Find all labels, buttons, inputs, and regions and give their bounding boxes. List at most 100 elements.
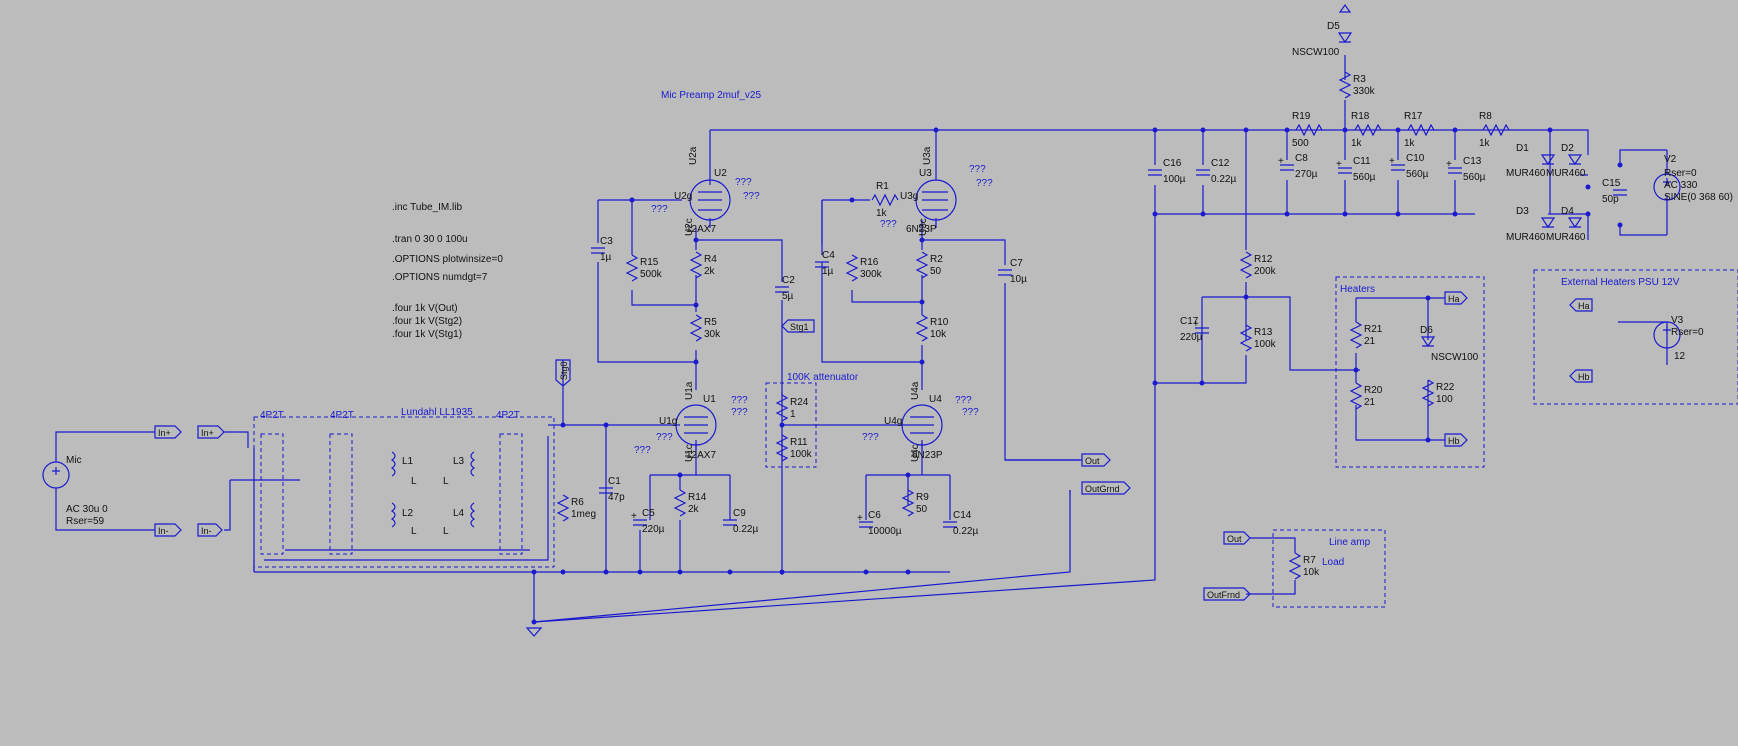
inductor-l3-value: L [443,476,449,487]
flag-outfrnd-label: OutFrnd [1207,590,1240,600]
resistor-r15 [625,254,639,282]
tube-pin-label: U4c [910,444,921,462]
polarity-mark: + [1446,159,1452,170]
inductor-l3-name: L3 [453,456,465,467]
source-v2-name: V2 [1664,154,1677,165]
group-boxes [253,269,1738,608]
capacitor-value: 1µ [600,252,612,263]
tube-u2-name: U2 [714,168,727,179]
group-line-amp-label: Line amp [1329,537,1371,548]
inductor-l4-value: L [443,526,449,537]
resistor-r11 [775,434,789,462]
inductor-l4-name: L4 [453,508,465,519]
switch-label: 4P2T [496,410,520,421]
spice-directive: .OPTIONS plotwinsize=0 [392,254,503,265]
resistor-name: R24 [790,397,809,408]
inductor-l2-name: L2 [402,508,414,519]
resistor-name: R9 [916,492,929,503]
tube-u1-grid: U1g [659,416,677,427]
resistor-name: R4 [704,254,717,265]
capacitor-name: C9 [733,508,746,519]
capacitor-value: 50p [1602,194,1619,205]
resistor-r5 [689,314,703,342]
tube-u1-model: 12AX7 [686,450,716,461]
capacitor-value: 220µ [1180,332,1203,343]
component-symbols [154,32,1627,601]
resistor-value: 100k [790,449,813,460]
capacitor-c6 [859,521,873,528]
unknown-marker: ??? [634,445,651,456]
capacitor-value: 5µ [782,291,794,302]
resistor-r22 [1421,379,1435,407]
flag-hb-label: Hb [1578,372,1590,382]
resistor-name: R12 [1254,254,1273,265]
inductor-l2-value: L [411,526,417,537]
flag-stg1 [781,319,815,333]
source-v3-rser: Rser=0 [1671,327,1704,338]
resistor-value: 1k [1479,138,1491,149]
group-ext-heaters-label: External Heaters PSU 12V [1561,277,1680,288]
capacitor-c14 [943,521,957,528]
unknown-marker: ??? [976,178,993,189]
unknown-marker: ??? [731,407,748,418]
resistor-value: 1k [1351,138,1363,149]
spice-directive: .four 1k V(Stg2) [392,316,462,327]
diode-d1 [1540,154,1556,166]
capacitor-value: 560µ [1406,169,1429,180]
resistor-r10 [915,314,929,342]
source-mic-value: AC 30u 0 [66,504,108,515]
sources [42,173,1681,489]
capacitor-name: C3 [600,236,613,247]
diode-d2 [1567,154,1583,166]
tube-u3-name: U3 [919,168,932,179]
capacitor-c15 [1613,189,1627,196]
resistor-name: R19 [1292,111,1311,122]
diode-d5 [1337,32,1353,44]
capacitor-value: 10000µ [868,526,902,537]
flag-out-label: Out [1227,534,1242,544]
diode-name: D6 [1420,325,1433,336]
diode-d4-model: MUR460 [1546,232,1586,243]
polarity-mark: + [631,511,637,522]
inductor-l1-value: L [411,476,417,487]
capacitor-value: 100µ [1163,174,1186,185]
source-v3-name: V3 [1671,315,1684,326]
source-v2-ac: AC 330 [1664,180,1698,191]
flag-in-minus-label: In- [201,526,212,536]
capacitor-value: 560µ [1463,172,1486,183]
capacitor-c17 [1195,327,1209,334]
flag-outfrnd [1203,587,1251,601]
tube-u4-model: 6N23P [912,450,943,461]
capacitor-name: C10 [1406,153,1425,164]
unknown-marker: ??? [862,432,879,443]
resistor-name: R8 [1479,111,1492,122]
capacitor-value: 0.22µ [733,524,758,535]
resistor-r2 [915,251,929,279]
resistor-value: 500 [1292,138,1309,149]
resistor-name: R13 [1254,327,1273,338]
unknown-marker: ??? [731,395,748,406]
resistor-value: 50 [930,266,942,277]
capacitor-name: C13 [1463,156,1482,167]
component-labels: Mic Preamp 2muf_v25.inc Tube_IM.lib.tran… [66,21,1733,600]
resistor-r7 [1288,552,1302,580]
capacitor-name: C16 [1163,158,1182,169]
unknown-marker: ??? [743,191,760,202]
diode-d6 [1420,336,1436,348]
capacitor-name: C5 [642,508,655,519]
tube-u1-name: U1 [703,394,716,405]
diode-d3-model: MUR460 [1506,232,1546,243]
spice-directive: .four 1k V(Out) [392,303,458,314]
capacitor-c10 [1391,164,1405,171]
resistor-name: R3 [1353,74,1366,85]
flag-out [1081,453,1111,467]
capacitor-name: C14 [953,510,972,521]
diode-name: D1 [1516,143,1529,154]
tube-pin-label: U1c [684,444,695,462]
junctions [531,127,1623,625]
resistor-r6 [556,494,570,522]
capacitor-c11 [1338,167,1352,174]
switch-label: 4P2T [260,410,284,421]
